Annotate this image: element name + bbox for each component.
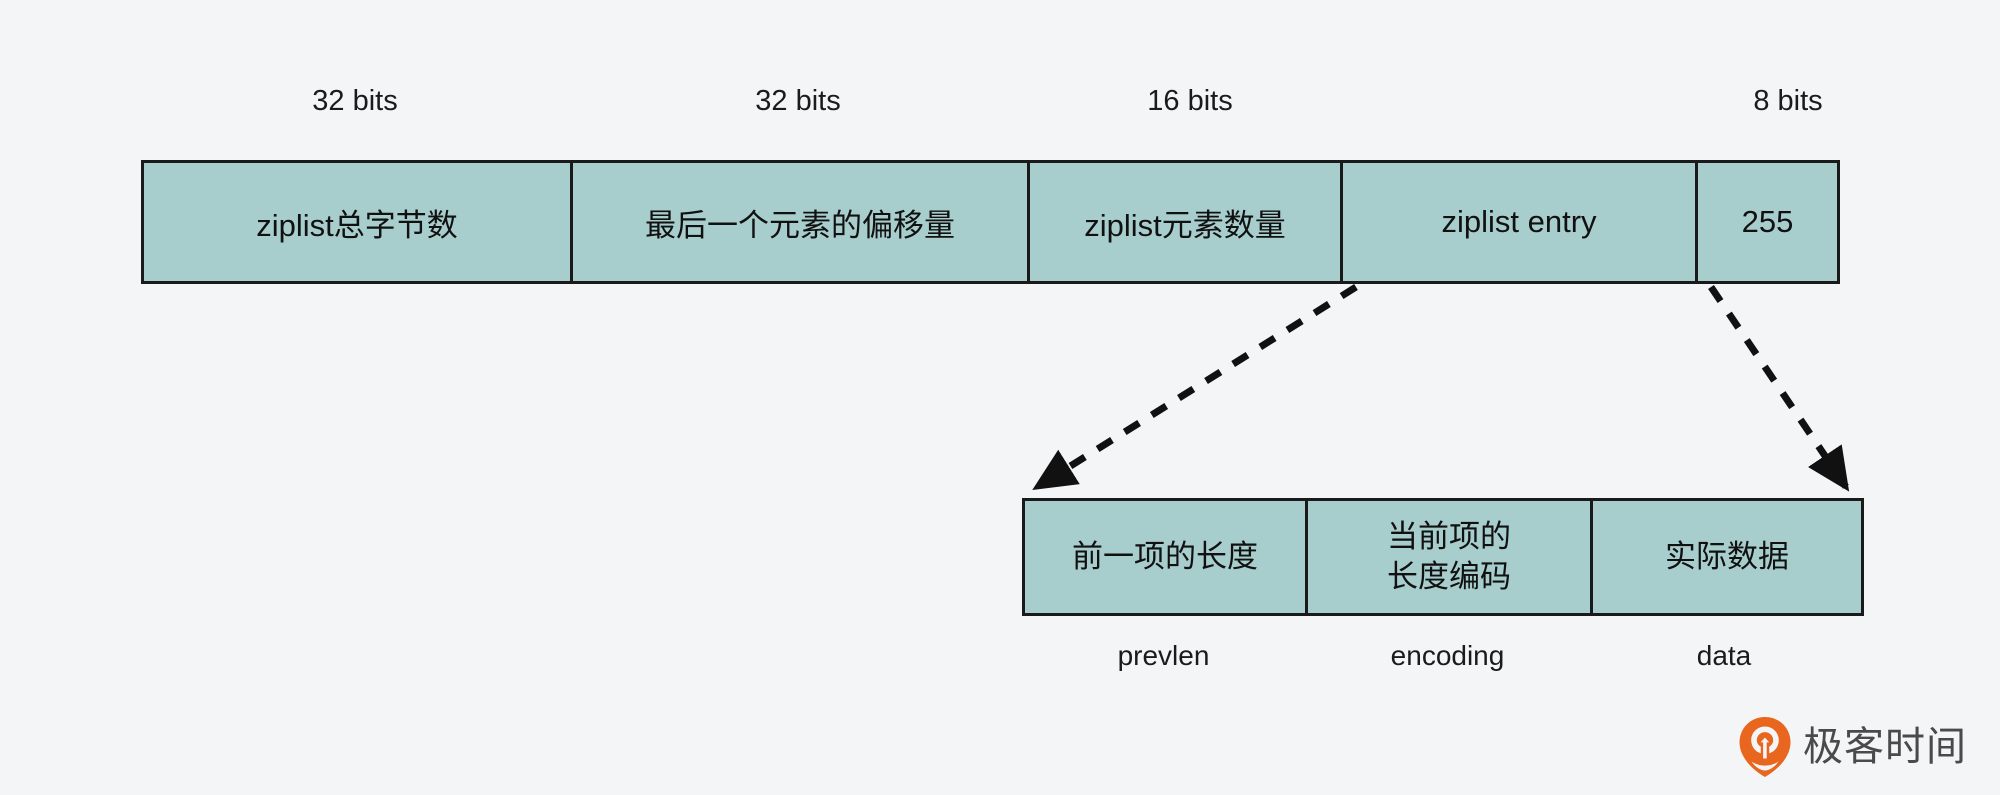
bit-label-0: 32 bits xyxy=(312,85,398,117)
ziplist-cell-zlend: 255 xyxy=(1698,163,1837,281)
entry-cell-data-line1: 实际数据 xyxy=(1665,539,1789,575)
bit-label-1: 32 bits xyxy=(755,85,841,117)
entry-cell-encoding-line2: 长度编码 xyxy=(1387,559,1511,594)
ziplist-structure-bar: ziplist总字节数 最后一个元素的偏移量 ziplist元素数量 zipli… xyxy=(141,160,1840,284)
connector-arrow-right xyxy=(1708,285,1850,492)
entry-cell-prevlen: 前一项的长度 xyxy=(1025,501,1308,613)
ziplist-cell-entry: ziplist entry xyxy=(1343,163,1698,281)
ziplist-cell-zlbytes: ziplist总字节数 xyxy=(144,163,573,281)
watermark: 极客时间 xyxy=(1738,716,1967,778)
geektime-logo-text: 极客时间 xyxy=(1803,725,1967,769)
ziplist-cell-zlbytes-label: ziplist总字节数 xyxy=(256,207,458,243)
entry-caption-prevlen: prevlen xyxy=(1117,640,1210,671)
entry-cell-encoding-line1: 当前项的 xyxy=(1387,519,1511,555)
entry-cell-data: 实际数据 xyxy=(1593,501,1861,613)
connector-arrow-left xyxy=(1032,284,1358,490)
entry-cell-encoding: 当前项的 长度编码 xyxy=(1308,501,1593,613)
ziplist-cell-zltail: 最后一个元素的偏移量 xyxy=(573,163,1030,281)
entry-caption-encoding: encoding xyxy=(1390,640,1505,671)
entry-cell-prevlen-line1: 前一项的长度 xyxy=(1072,539,1258,575)
ziplist-cell-zllen: ziplist元素数量 xyxy=(1030,163,1343,281)
ziplist-entry-detail-bar: 前一项的长度 当前项的 长度编码 实际数据 xyxy=(1022,498,1864,616)
ziplist-cell-zltail-label: 最后一个元素的偏移量 xyxy=(645,207,955,243)
ziplist-cell-zlend-label: 255 xyxy=(1741,204,1794,239)
bit-label-2: 16 bits xyxy=(1147,85,1233,117)
bit-label-3: 8 bits xyxy=(1753,85,1823,117)
entry-caption-data: data xyxy=(1696,640,1752,671)
ziplist-cell-zllen-label: ziplist元素数量 xyxy=(1084,207,1286,243)
geektime-logo-icon xyxy=(1739,717,1791,777)
ziplist-cell-entry-label: ziplist entry xyxy=(1441,204,1597,239)
